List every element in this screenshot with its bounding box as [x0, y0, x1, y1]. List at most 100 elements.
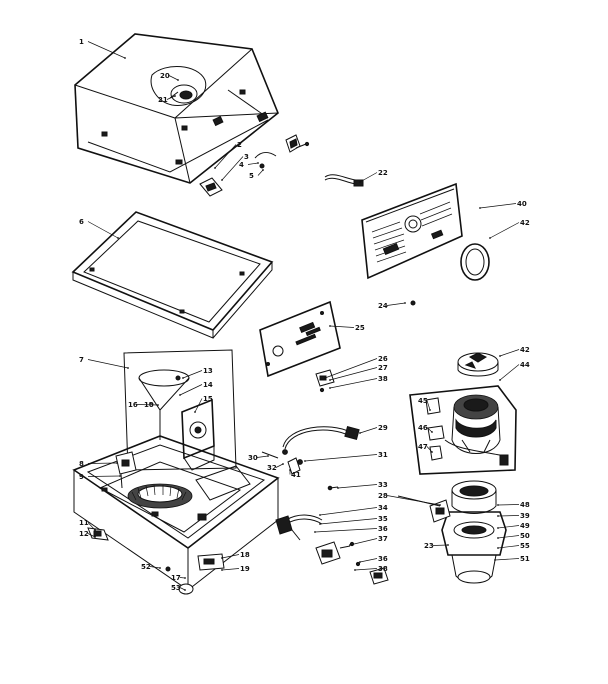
leader-tip-c45 [429, 409, 431, 411]
leader-tip-c47 [431, 451, 433, 453]
leader-tip-c52 [159, 567, 161, 569]
callout-label-c12: 12 [79, 530, 89, 538]
callout-label-c24: 24 [378, 302, 388, 310]
leader-tip-c14 [179, 394, 181, 396]
leader-tip-c29 [359, 432, 361, 434]
leader-tip-c37 [349, 544, 351, 546]
leader-line-c13 [182, 370, 203, 379]
callout-label-c35: 35 [378, 515, 388, 523]
motor-group [409, 352, 517, 475]
callout-label-c30: 30 [248, 454, 258, 462]
leader-tip-c26 [324, 377, 326, 379]
callout-label-c19: 19 [240, 565, 250, 573]
callout-leaders [87, 41, 520, 591]
leader-line-c38b [354, 568, 378, 571]
leader-tip-c16 [157, 404, 159, 406]
callout-label-c1: 1 [79, 38, 84, 46]
leader-tip-c20 [177, 79, 179, 81]
callout-label-c5: 5 [249, 172, 254, 180]
leader-tip-c24 [404, 302, 406, 304]
leader-line-c19 [221, 568, 240, 571]
leader-line-c42b [499, 349, 520, 357]
callout-label-c36a: 36 [378, 525, 388, 533]
leader-line-c21 [166, 95, 176, 100]
leader-line-c23 [432, 544, 449, 546]
leader-line-c38a [329, 378, 378, 389]
leader-tip-c12 [94, 536, 96, 538]
bracket-15 [181, 398, 215, 471]
ring-42 [460, 243, 490, 281]
leader-line-c12 [87, 533, 96, 538]
leader-line-c30 [256, 455, 269, 458]
leader-line-c18 [221, 554, 240, 559]
leader-tip-c38a [329, 387, 331, 389]
leader-line-c9 [87, 475, 121, 477]
leader-line-c48 [497, 504, 520, 506]
callout-label-c53: 53 [171, 584, 181, 592]
callout-label-c38a: 38 [378, 375, 388, 383]
callout-label-c10: 10 [144, 401, 154, 409]
leader-line-c27 [329, 367, 378, 381]
top-housing [74, 33, 279, 184]
leader-line-c2 [214, 144, 237, 169]
callout-label-c37: 37 [378, 535, 388, 543]
callout-label-c17: 17 [171, 574, 181, 582]
leader-line-c4 [247, 162, 259, 165]
leader-line-c52 [149, 566, 161, 569]
callout-label-c3: 3 [244, 153, 249, 161]
leader-line-c32 [275, 463, 284, 468]
callout-label-c25: 25 [355, 324, 365, 332]
callout-label-c34: 34 [378, 504, 388, 512]
leader-tip-c21 [174, 95, 176, 97]
callout-label-c44: 44 [520, 361, 530, 369]
callout-label-c11: 11 [79, 519, 89, 527]
leader-tip-c4 [257, 162, 259, 164]
callout-label-c18: 18 [240, 551, 250, 559]
callout-label-c7: 7 [79, 356, 84, 364]
leader-tip-c39 [497, 515, 499, 517]
leader-line-c15 [194, 398, 203, 413]
gasket-frame-6 [71, 211, 274, 339]
leader-line-c7 [87, 359, 129, 369]
callout-label-c31a: 31 [378, 451, 388, 459]
leader-tip-c36b [359, 561, 361, 563]
leader-tip-c3 [221, 179, 223, 181]
callout-label-c9: 9 [79, 473, 84, 481]
leader-line-c47 [426, 446, 433, 453]
callout-label-c45: 45 [418, 397, 428, 405]
callout-label-c27: 27 [378, 364, 388, 372]
leader-line-c39 [497, 515, 520, 517]
leader-tip-c36a [314, 531, 316, 533]
leader-tip-c1 [124, 57, 126, 59]
leader-line-c11 [87, 522, 96, 531]
leader-line-c37 [349, 538, 378, 546]
leader-tip-c46a [431, 431, 433, 433]
leader-line-c46a [426, 427, 433, 433]
leader-tip-c5 [262, 169, 264, 171]
leader-line-c20 [168, 75, 179, 81]
leader-tip-c35 [319, 523, 321, 525]
leader-line-c22 [359, 172, 378, 183]
leader-tip-c17 [184, 577, 186, 579]
callout-label-c15: 15 [203, 395, 213, 403]
callout-label-c52: 52 [141, 563, 151, 571]
leader-tip-c19 [221, 569, 223, 571]
screw-33 [327, 485, 339, 491]
leader-tip-c7 [127, 367, 129, 369]
switch-parts-26-27-38 [315, 369, 335, 393]
leader-line-c55 [497, 545, 520, 549]
leader-tip-c53 [184, 589, 186, 591]
leader-line-c51 [494, 558, 520, 561]
leader-line-c36b [359, 558, 378, 563]
callout-label-c42a: 42 [520, 219, 530, 227]
leader-line-c50 [497, 535, 520, 539]
leader-line-c35 [319, 518, 378, 525]
leader-line-c49 [497, 525, 520, 529]
callout-label-c38b: 38 [378, 565, 388, 573]
leader-tip-c50 [497, 537, 499, 539]
leader-tip-c38b [354, 569, 356, 571]
switch-assembly-34-38 [275, 514, 389, 585]
leader-line-c14 [179, 384, 203, 396]
